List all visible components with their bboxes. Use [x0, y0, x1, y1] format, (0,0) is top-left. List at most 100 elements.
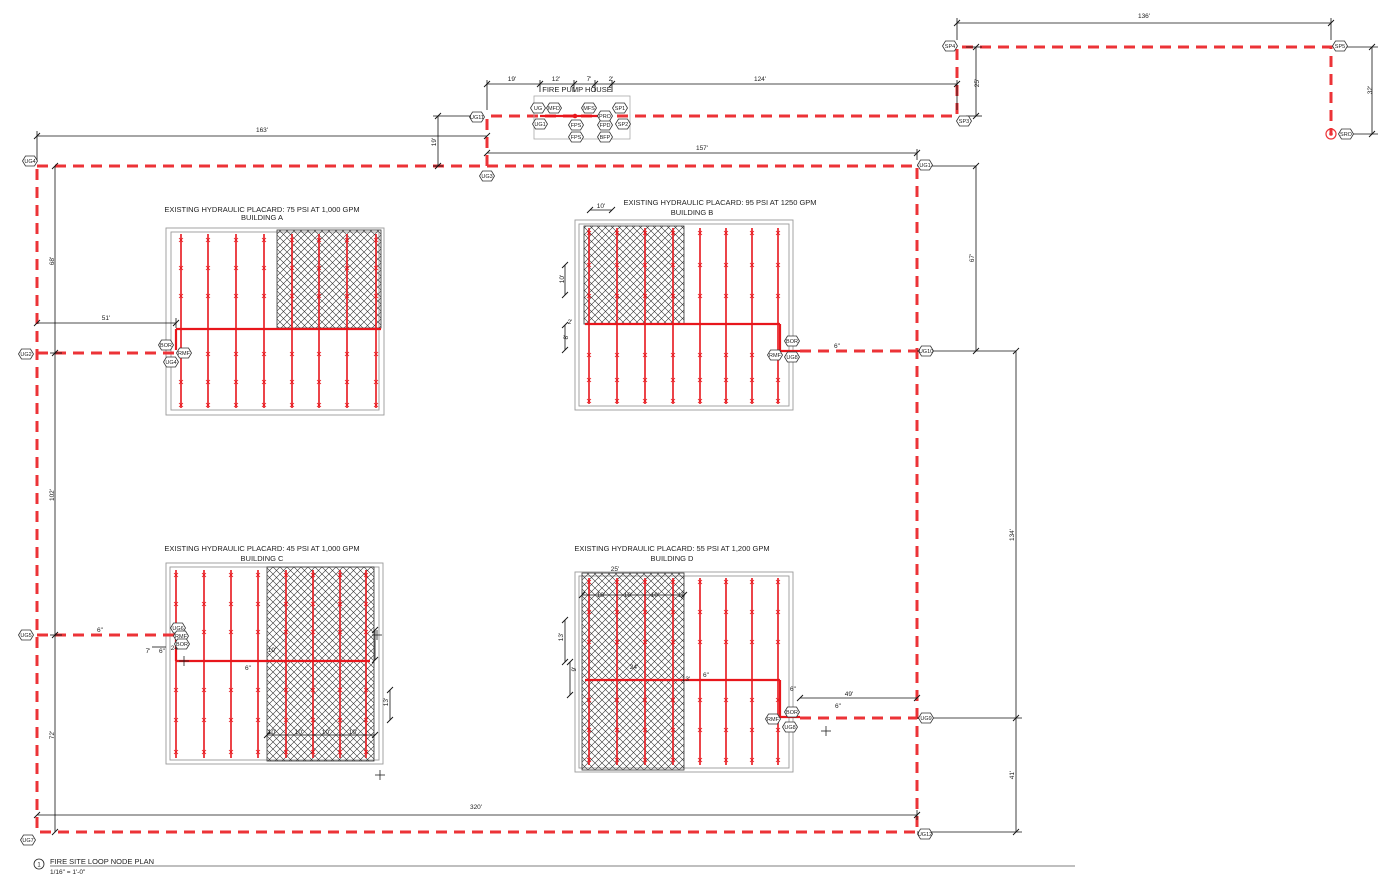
node-b-rmf[interactable]: RMF: [767, 349, 783, 361]
node-c-ug[interactable]: UG6: [170, 622, 186, 634]
node-fp-fpd[interactable]: FPD: [597, 119, 613, 131]
dim-102: 102': [49, 489, 56, 501]
node-fp-ug1[interactable]: UG1: [532, 118, 548, 130]
building-d[interactable]: [574, 571, 800, 773]
dim-67: 67': [969, 254, 976, 262]
sprinkler-head: [201, 749, 207, 755]
node-label: UG5: [20, 633, 31, 639]
node-c-bor[interactable]: BOR: [174, 638, 190, 650]
dimension-tick: [913, 694, 921, 702]
node-d-bor[interactable]: BOR: [784, 706, 800, 718]
node-fp-bfp[interactable]: BFP: [597, 131, 613, 143]
building-c[interactable]: [165, 562, 384, 765]
sprinkler-head: [586, 398, 592, 404]
node-fp-sp2[interactable]: SP2: [615, 118, 631, 130]
dimension-tick: [591, 80, 599, 88]
building-a-hatch-area: [276, 229, 382, 329]
node-ug1[interactable]: UG1: [917, 159, 933, 171]
building-b-hatch-area: [583, 225, 685, 325]
node-sro[interactable]: SRO: [1338, 128, 1354, 140]
node-fp-mfd[interactable]: MFD: [546, 102, 562, 114]
node-hexagon: [568, 131, 584, 143]
node-label: MFD: [548, 106, 560, 112]
node-sp5[interactable]: SP5: [1332, 40, 1348, 52]
sprinkler-head: [373, 265, 379, 271]
node-label: UG6: [172, 626, 183, 632]
node-ug9[interactable]: UG9: [918, 712, 934, 724]
dim-c-6in-a: 6": [97, 627, 104, 634]
sprinkler-head: [775, 377, 781, 383]
dimension-tick: [434, 112, 442, 120]
node-ug4[interactable]: UG4: [22, 155, 38, 167]
node-ug2[interactable]: UG2: [18, 348, 34, 360]
dim-c-13: 13': [383, 698, 390, 706]
sprinkler-head: [775, 293, 781, 299]
sprinkler-head: [201, 629, 207, 635]
node-ug7[interactable]: UG7: [20, 834, 36, 846]
sprinkler-head: [228, 629, 234, 635]
node-hexagon: [568, 119, 584, 131]
node-fp-ug[interactable]: UG: [530, 102, 546, 114]
node-hexagon: [581, 102, 597, 114]
node-sp3[interactable]: SP3: [956, 115, 972, 127]
node-ug3[interactable]: UG3: [479, 170, 495, 182]
dimension-lines: [36, 18, 1378, 833]
building-a[interactable]: [165, 227, 385, 416]
sprinkler-head: [642, 352, 648, 358]
node-a-bor[interactable]: BOR: [158, 339, 174, 351]
node-d-rmf[interactable]: RMF: [765, 713, 781, 725]
node-ug12[interactable]: UG12: [917, 828, 933, 840]
node-ug10[interactable]: UG10: [918, 345, 934, 357]
node-b-ug[interactable]: UG8: [784, 351, 800, 363]
dimension-tick: [1012, 828, 1020, 836]
node-label: UG4: [24, 159, 35, 165]
node-fp-sp1[interactable]: SP1: [612, 102, 628, 114]
sprinkler-head: [749, 697, 755, 703]
node-ug5[interactable]: UG5: [18, 629, 34, 641]
sprinkler-head: [316, 351, 322, 357]
node-label: SP5: [1335, 44, 1345, 50]
sprinkler-head: [337, 572, 343, 578]
node-label: RMF: [178, 351, 191, 357]
sprinkler-head: [670, 352, 676, 358]
node-hexagon: [18, 348, 34, 360]
building-b[interactable]: [574, 219, 800, 411]
sprinkler-head: [749, 398, 755, 404]
node-d-ug[interactable]: UG8: [782, 721, 798, 733]
node-b-bor[interactable]: BOR: [784, 335, 800, 347]
node-hexagon: [782, 721, 798, 733]
dim-d-6in-b: 6": [790, 686, 797, 693]
dimension-tick: [953, 19, 961, 27]
sprinkler-head: [723, 579, 729, 585]
node-a-ug[interactable]: UG4: [163, 356, 179, 368]
sprinkler-head: [373, 293, 379, 299]
node-sp4[interactable]: SP4: [942, 40, 958, 52]
sprinkler-head: [775, 639, 781, 645]
sprinkler-head: [289, 237, 295, 243]
node-hexagon: [1332, 40, 1348, 52]
dimension-labels: 136' 124' 19' 12' 7' 2' 25' 32' 163' 19'…: [49, 13, 1374, 811]
building-c-placard: EXISTING HYDRAULIC PLACARD: 45 PSI AT 1,…: [164, 544, 359, 553]
building-d-branch-lines: [586, 578, 781, 765]
sprinkler-head: [363, 601, 369, 607]
sprinkler-head: [255, 601, 261, 607]
sprinkler-head: [173, 572, 179, 578]
dim-c-10e: 10': [349, 729, 357, 736]
node-fp-mfs[interactable]: MFS: [581, 102, 597, 114]
sprinkler-head: [775, 230, 781, 236]
sprinkler-head: [373, 402, 379, 408]
building-b-name: BUILDING B: [671, 208, 714, 217]
node-fp-fps[interactable]: FPS: [568, 119, 584, 131]
node-fp-pro[interactable]: PRO: [597, 110, 613, 122]
sprinkler-head: [373, 237, 379, 243]
sprinkler-head: [178, 265, 184, 271]
node-a-rmf[interactable]: RMF: [176, 347, 192, 359]
dimension-tick: [972, 347, 980, 355]
dimension-tick: [1368, 43, 1376, 51]
node-fp-fps[interactable]: FPS: [568, 131, 584, 143]
node-ug11[interactable]: UG11: [469, 111, 485, 123]
dim-c-7: 7': [146, 648, 151, 655]
dim-b-10-vertical: 10': [559, 275, 566, 283]
sprinkler-head: [228, 687, 234, 693]
dim-134: 134': [1009, 529, 1016, 541]
